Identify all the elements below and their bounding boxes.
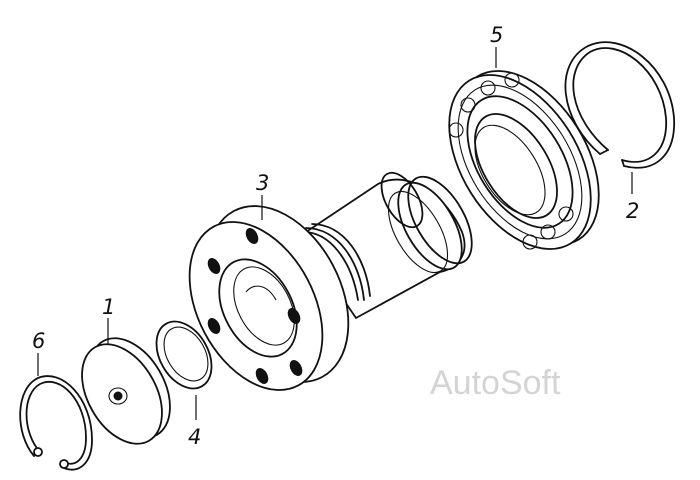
callout-2: 2 <box>626 172 639 223</box>
bearing-balls <box>448 72 574 250</box>
callout-1: 1 <box>102 295 115 345</box>
callout-number-5: 5 <box>490 23 503 47</box>
part-4-o-ring <box>155 320 213 390</box>
flange-bolt-holes <box>207 228 303 384</box>
watermark-text: AutoSoft <box>430 364 561 402</box>
callout-4: 4 <box>188 395 201 449</box>
callout-6: 6 <box>32 329 45 376</box>
part-5-ball-bearing <box>448 70 600 250</box>
part-6-circlip <box>19 375 93 471</box>
callout-3: 3 <box>256 171 269 220</box>
part-1-cover-cap <box>81 337 171 445</box>
callout-number-6: 6 <box>32 329 45 353</box>
callout-5: 5 <box>490 23 503 68</box>
callout-number-4: 4 <box>188 425 201 449</box>
callout-number-2: 2 <box>626 199 639 223</box>
callout-number-1: 1 <box>102 295 115 319</box>
callout-number-3: 3 <box>256 171 269 195</box>
part-3-flanged-shaft <box>188 171 473 391</box>
part-2-snap-ring <box>564 41 675 169</box>
